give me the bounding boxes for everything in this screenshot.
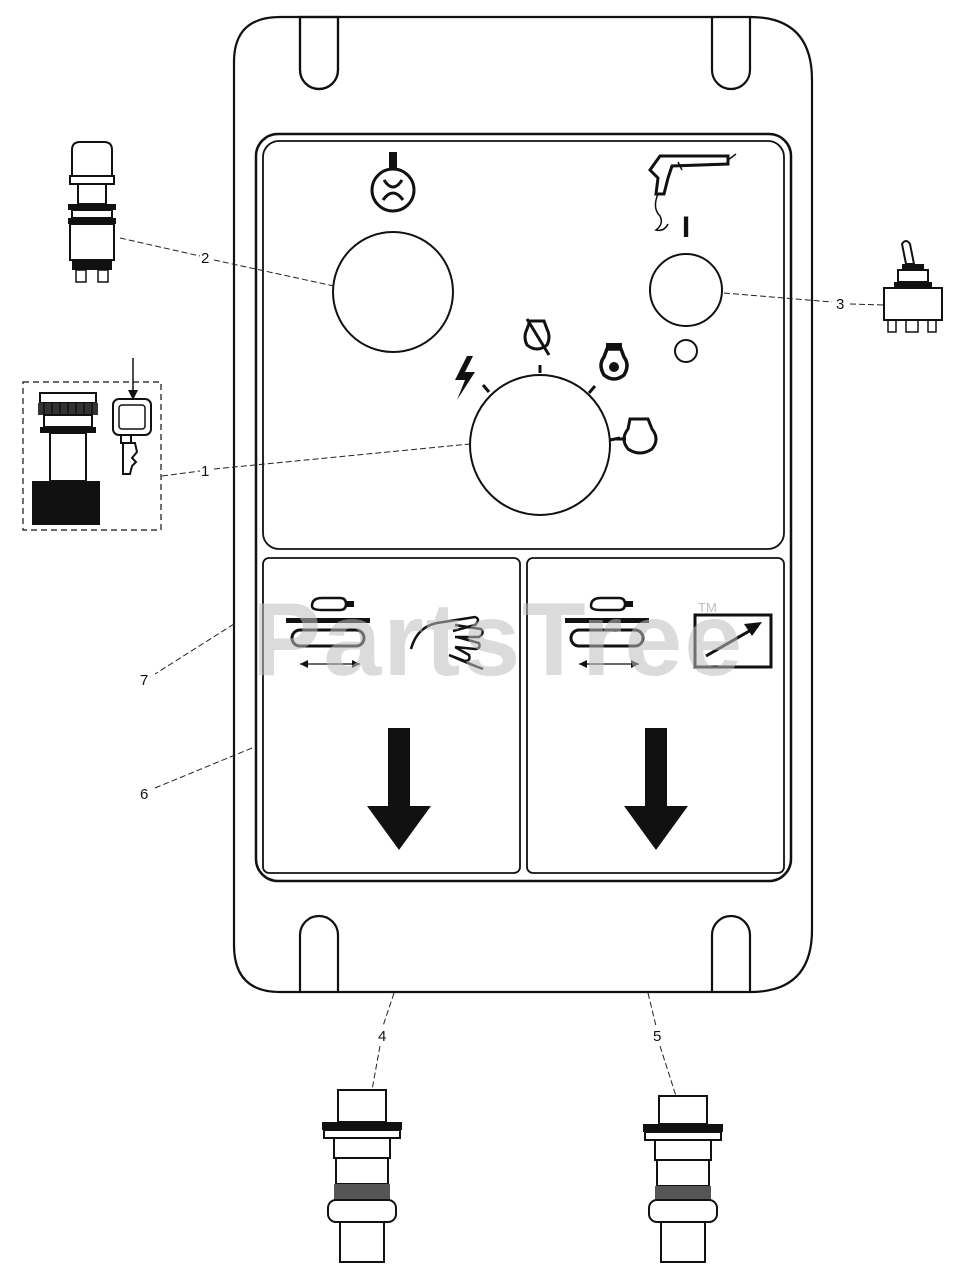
decal-right-trigger-icon bbox=[565, 596, 649, 668]
connector-right-part bbox=[643, 1095, 723, 1263]
watermark-trademark: TM bbox=[698, 600, 717, 615]
spray-gun-icon bbox=[648, 153, 737, 232]
hand-icon bbox=[409, 615, 484, 671]
toggle-on-mark: I bbox=[682, 211, 690, 244]
watermark-text: PartsTree bbox=[252, 582, 744, 698]
decal-left-trigger-icon bbox=[286, 596, 370, 668]
ignition-switch-dial bbox=[469, 365, 621, 516]
connector-left-part bbox=[322, 1089, 402, 1263]
callout-1: 1 bbox=[201, 463, 209, 480]
callout-2: 2 bbox=[201, 250, 209, 267]
arrow-down-left bbox=[367, 728, 431, 850]
callout-3: 3 bbox=[836, 296, 844, 313]
gauge-arrow-icon bbox=[693, 613, 773, 669]
callout-5: 5 bbox=[653, 1028, 661, 1045]
push-button-switch-part bbox=[68, 141, 116, 283]
toggle-switch-part bbox=[883, 240, 943, 333]
callout-6: 6 bbox=[140, 786, 148, 803]
control-panel-decal bbox=[254, 132, 793, 883]
callout-4: 4 bbox=[378, 1028, 386, 1045]
choke-icon bbox=[599, 343, 629, 381]
control-panel-outline bbox=[232, 15, 814, 994]
push-button-hole bbox=[332, 231, 454, 353]
start-engine-icon bbox=[616, 417, 658, 455]
run-lightning-icon bbox=[455, 356, 475, 400]
arrow-down-right bbox=[624, 728, 688, 850]
ignition-key-switch-part bbox=[22, 358, 162, 531]
callout-7: 7 bbox=[140, 672, 148, 689]
toggle-switch-hole bbox=[649, 253, 723, 327]
leader-lines bbox=[119, 237, 885, 1097]
toggle-switch-marks: I bbox=[674, 211, 698, 363]
engine-light-icon bbox=[370, 152, 416, 213]
engine-off-icon bbox=[523, 318, 551, 356]
